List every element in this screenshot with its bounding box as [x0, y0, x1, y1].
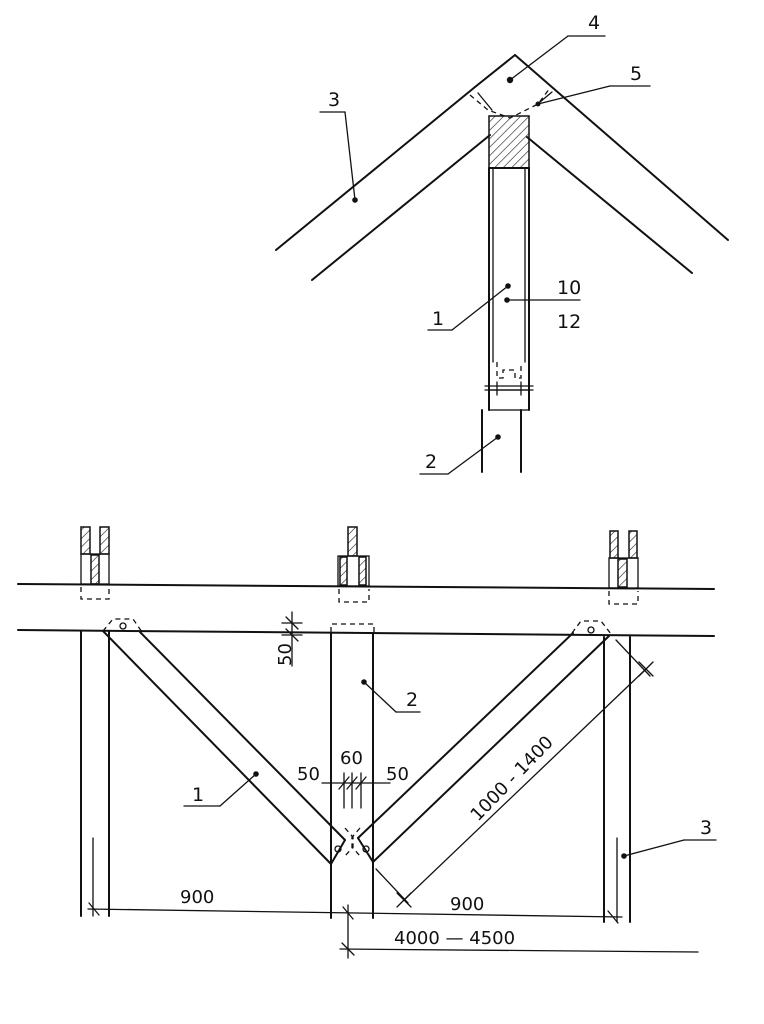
dim-brace-length: 1000 - 1400: [375, 639, 654, 908]
callout-brace: 1: [192, 784, 204, 806]
center-column: [330, 623, 375, 919]
lower-column: [481, 409, 522, 473]
top-leaders: [319, 35, 651, 475]
brace-elevation-view: 50 50 60 50 1000 - 1400: [17, 526, 717, 959]
callout-column: 2: [425, 451, 437, 473]
dim-brace-length-label: 1000 - 1400: [466, 732, 557, 825]
top-leader-dots: [352, 101, 541, 440]
left-post: [80, 630, 110, 917]
dim-top-offset-label: 50: [275, 643, 296, 666]
dim-gaps: 50 60 50: [297, 748, 409, 809]
post-joint: [484, 362, 534, 411]
dim-top-offset: 50: [275, 611, 303, 667]
callout-center-column: 2: [406, 689, 418, 711]
right-brace: [352, 620, 612, 863]
dim-left-span: 900: [180, 887, 214, 908]
dim-bay-span-label: 4000 — 4500: [394, 928, 515, 949]
dim-spans: 900 900: [87, 887, 623, 924]
section-upper: 10: [557, 277, 581, 299]
callout-ridge-pin: 4: [588, 12, 600, 34]
lower-beam-line: [17, 629, 715, 637]
right-post: [603, 636, 631, 923]
dim-bay-span: 4000 — 4500: [339, 904, 699, 959]
bolt-group-right: [608, 530, 639, 605]
right-rafter: [474, 54, 729, 274]
dim-right-span: 900: [450, 894, 484, 915]
ridge-detail-view: 4 5 3 1 10 12 2: [275, 12, 729, 475]
left-rafter: [275, 86, 491, 281]
vertical-post: [488, 167, 530, 411]
section-lower: 12: [557, 311, 581, 333]
callout-plate: 5: [630, 63, 642, 85]
callout-post: 1: [432, 308, 444, 330]
dim-gap-left: 50: [297, 764, 320, 785]
dim-gap-right: 50: [386, 764, 409, 785]
left-brace: [102, 618, 353, 865]
callout-rafter: 3: [328, 89, 340, 111]
callout-right-post: 3: [700, 817, 712, 839]
bolt-group-left: [80, 526, 110, 600]
ridge-block: [488, 115, 530, 169]
dim-gap-mid: 60: [340, 748, 363, 769]
bolt-group-middle: [337, 526, 370, 603]
bottom-leaders: [183, 679, 717, 859]
